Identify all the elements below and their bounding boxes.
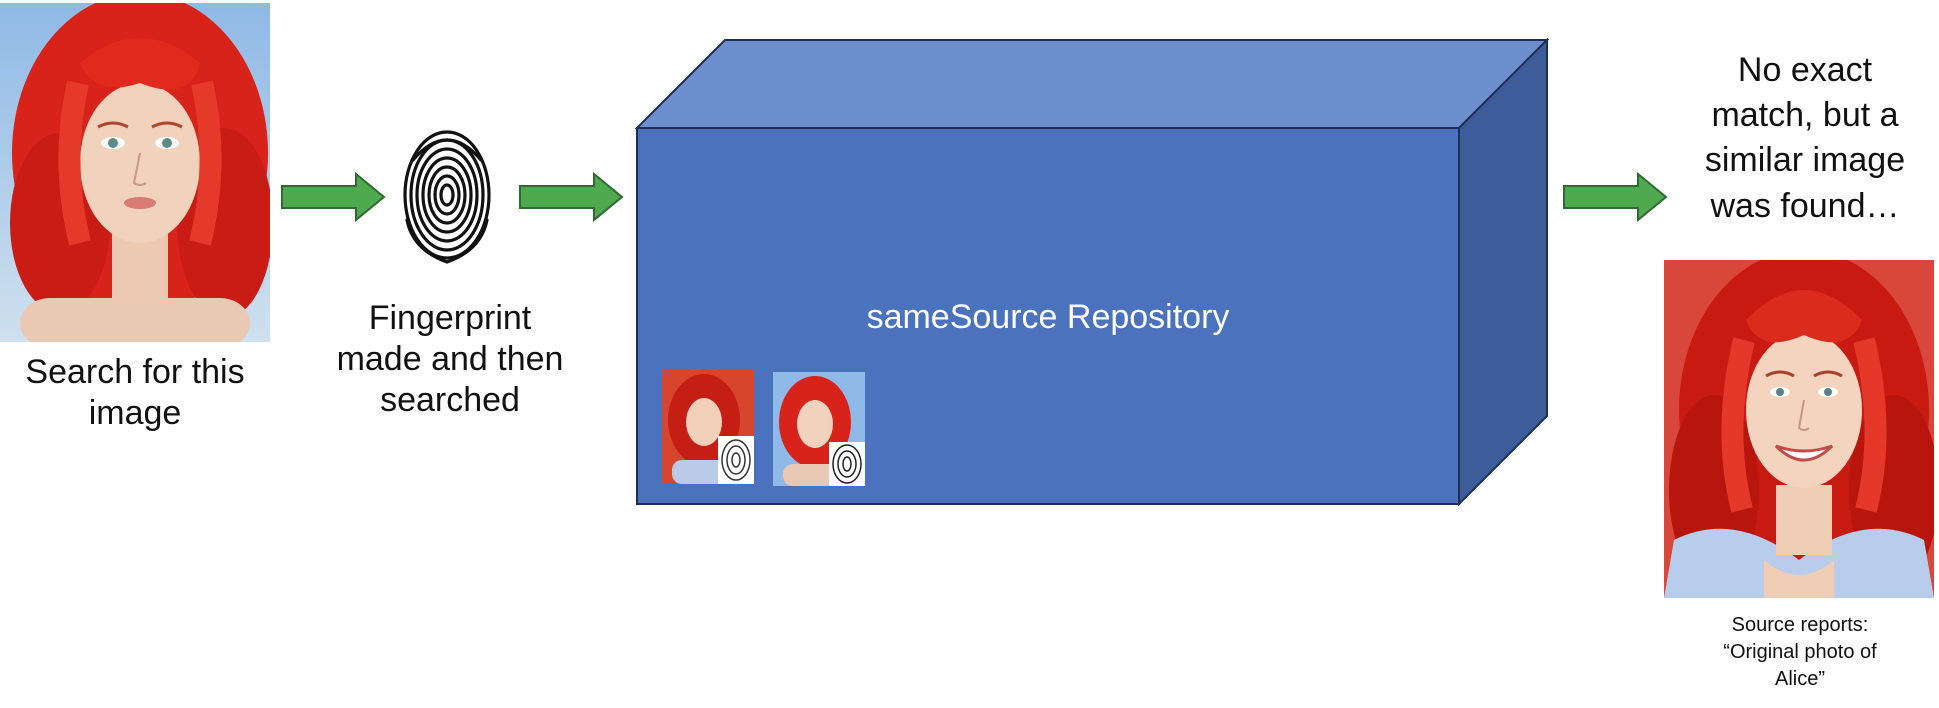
result-photo (1664, 260, 1934, 598)
repository-thumbnail (662, 370, 754, 484)
arrow-right-icon (281, 172, 386, 222)
arrow-right-icon (1563, 172, 1668, 222)
query-caption: Search for this image (25, 353, 245, 432)
repository-thumbnail (773, 372, 865, 486)
fingerprint-caption: Fingerprint made and then searched (336, 299, 564, 419)
fingerprint-icon (403, 130, 491, 264)
arrow-right-icon (519, 172, 624, 222)
query-photo (0, 3, 270, 342)
repository-label: sameSource Repository (866, 298, 1230, 336)
source-report-caption: Source reports: “Original photo of Alice… (1723, 614, 1877, 690)
result-headline: No exact match, but a similar image was … (1704, 51, 1906, 225)
